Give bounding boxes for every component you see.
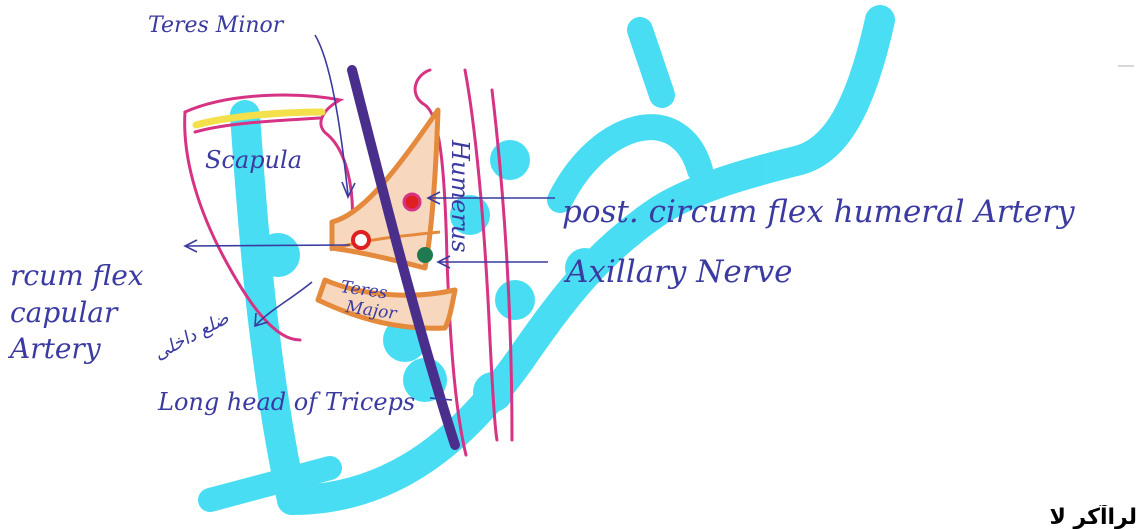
- label-scapula: Scapula: [205, 146, 302, 174]
- label-arabic-note: ضلع داخلی: [150, 307, 233, 364]
- circumflex-scapular-artery-dot: [353, 232, 369, 248]
- label-post-circumflex-artery: post. circum flex humeral Artery: [562, 194, 1075, 230]
- label-circumflex-line2: capular: [10, 296, 119, 329]
- footer-text: لراآکر لا: [1020, 505, 1137, 529]
- post-circumflex-artery-dot: [404, 194, 420, 210]
- label-long-head-triceps: Long head of Triceps: [157, 388, 415, 416]
- label-humerus: Humerus: [446, 139, 474, 253]
- label-axillary-nerve: Axillary Nerve: [563, 254, 792, 290]
- axillary-nerve-dot: [417, 247, 433, 263]
- label-teres-minor: Teres Minor: [148, 13, 285, 38]
- label-circumflex-line3: Artery: [7, 332, 102, 365]
- label-circumflex-line1: rcum flex: [10, 259, 144, 292]
